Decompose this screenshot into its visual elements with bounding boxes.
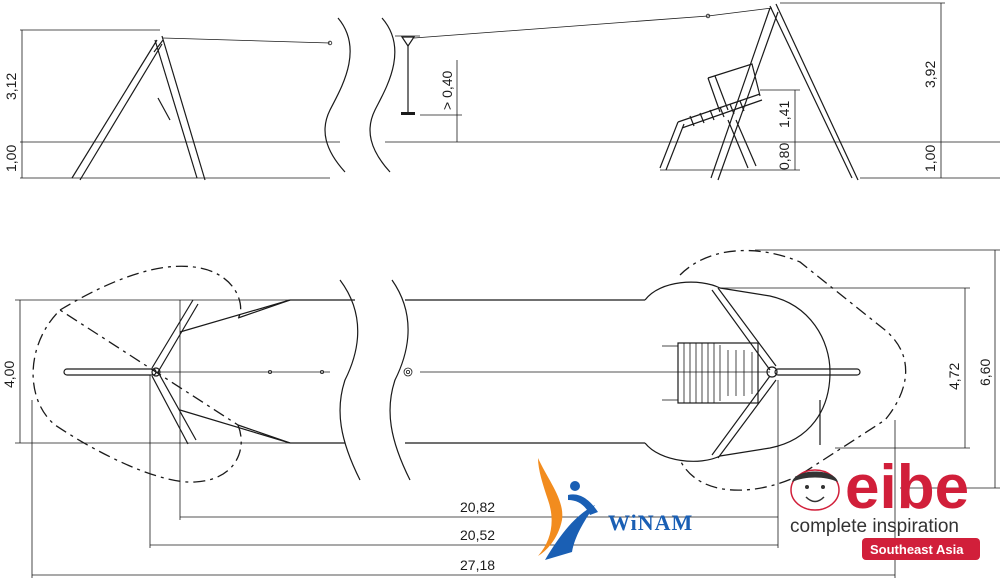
dim-left-height: 3,12 — [3, 73, 19, 100]
dim-right-height: 3,92 — [922, 61, 938, 88]
plan-view: 4,00 4,72 6,60 20,82 20,52 27,18 — [1, 249, 1000, 578]
dim-seat-height: 1,41 — [776, 101, 792, 128]
dim-width-left: 4,00 — [1, 361, 17, 388]
eibe-region-label: Southeast Asia — [870, 542, 964, 557]
left-a-frame — [71, 35, 206, 181]
dim-width-right-inner: 4,72 — [946, 363, 962, 390]
eibe-face-icon — [790, 469, 840, 511]
eibe-logo: eibe complete inspiration Southeast Asia — [790, 453, 980, 560]
elevation-view: > 0,40 3,12 — [3, 2, 1000, 181]
dim-length-mid: 20,52 — [460, 527, 495, 543]
eibe-tagline: complete inspiration — [790, 516, 959, 537]
dim-length-inner: 20,82 — [460, 499, 495, 515]
trolley-and-seat — [395, 35, 420, 115]
dim-width-right-outer: 6,60 — [977, 359, 993, 386]
break-curve-1 — [324, 17, 351, 173]
winam-label: WiNAM — [608, 510, 693, 535]
dim-right-base: 1,00 — [922, 145, 938, 172]
right-a-frame — [710, 3, 859, 181]
cable-left-segment — [162, 37, 331, 44]
trolley-plan — [403, 367, 413, 377]
start-platform — [659, 63, 763, 171]
eibe-wordmark: eibe — [845, 453, 969, 522]
dim-left-base: 1,00 — [3, 145, 19, 172]
winam-figure-icon — [545, 505, 595, 560]
winam-logo: WiNAM — [538, 458, 693, 560]
dim-seat-clearance: > 0,40 — [439, 70, 455, 110]
safety-zone-right — [679, 249, 907, 491]
dim-length-total: 27,18 — [460, 557, 495, 573]
cable-right-segment — [413, 7, 773, 39]
break-curve-2 — [369, 17, 396, 173]
start-platform-plan — [662, 342, 759, 404]
dim-seat-offset: 0,80 — [776, 143, 792, 170]
fall-corridor — [179, 281, 831, 462]
winam-swoosh-icon — [538, 458, 563, 556]
safety-zone-left — [32, 265, 242, 483]
eibe-region-badge — [862, 538, 980, 560]
